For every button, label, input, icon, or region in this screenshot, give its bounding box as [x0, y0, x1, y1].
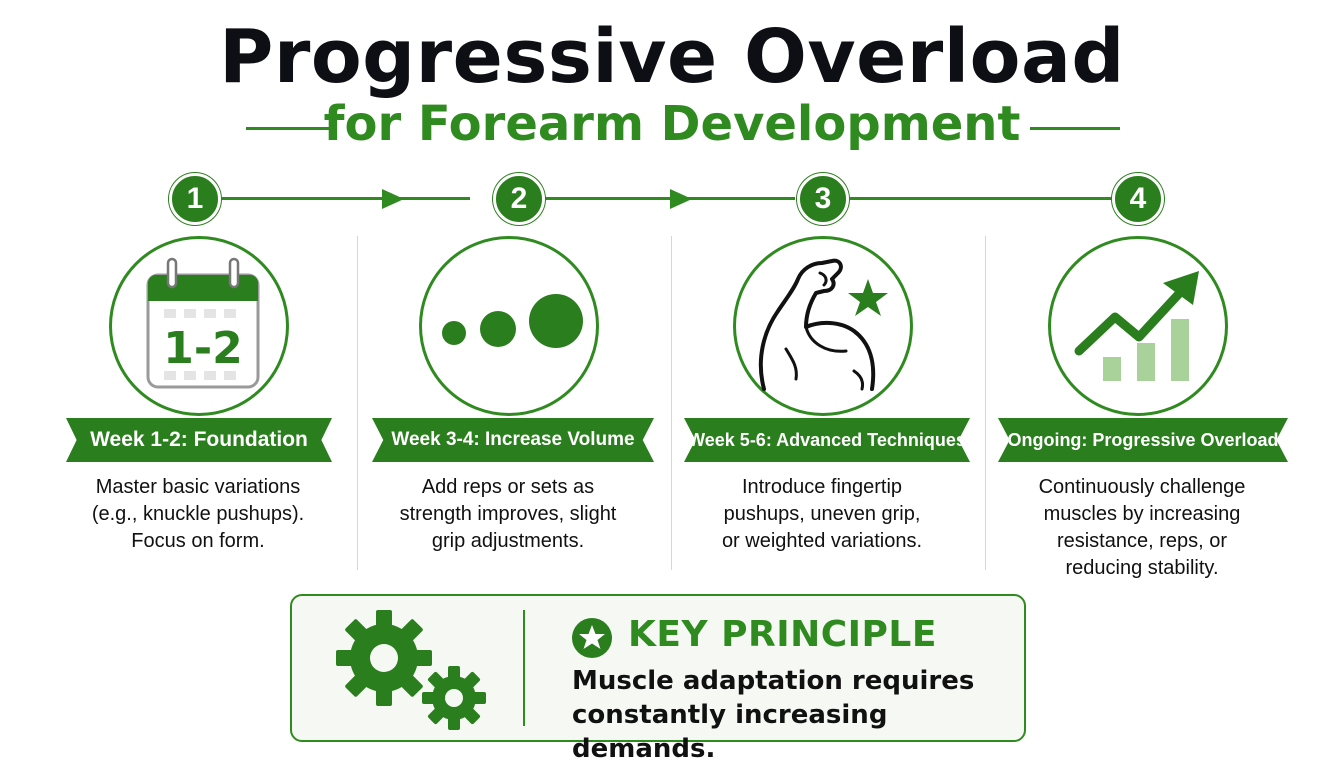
- page-subtitle: for Forearm Development: [323, 96, 1021, 152]
- step-banner-3: Week 5-6: Advanced Techniques: [684, 418, 970, 462]
- timeline-segment-1: [222, 197, 470, 200]
- description-line: Focus on form.: [131, 530, 265, 552]
- description-line: pushups, uneven grip,: [723, 503, 921, 525]
- key-principle-box: KEY PRINCIPLE Muscle adaptation requires…: [290, 594, 1026, 764]
- principle-line: constantly increasing demands.: [572, 700, 888, 764]
- step-banner-1: Week 1-2: Foundation: [66, 418, 332, 462]
- page-title: Progressive Overload: [219, 14, 1125, 100]
- step-icon-circle: [419, 236, 599, 416]
- column-divider: [357, 236, 358, 570]
- subtitle-left-rule: [246, 127, 334, 130]
- star-badge-icon: [572, 618, 612, 658]
- description-line: strength improves, slight: [399, 503, 617, 525]
- step-description-4: Continuously challenge muscles by increa…: [992, 474, 1292, 582]
- timeline: 1 2 3 4: [0, 170, 1344, 230]
- growth-chart-icon: [1074, 271, 1199, 381]
- column-divider: [671, 236, 672, 570]
- flexed-arm-star-icon: [758, 258, 888, 391]
- step-number-4: 4: [1112, 173, 1164, 225]
- description-line: or weighted variations.: [721, 530, 923, 552]
- step-banner-4: Ongoing: Progressive Overload: [998, 418, 1288, 462]
- gears-icon: [336, 610, 486, 730]
- calendar-icon-label: 1-2: [163, 323, 243, 374]
- description-line: reducing stability.: [1065, 557, 1219, 579]
- step-icon-circle: 1-2: [109, 236, 289, 416]
- subtitle-right-rule: [1030, 127, 1120, 130]
- description-line: muscles by increasing: [1043, 503, 1241, 525]
- timeline-arrow-1: [382, 189, 404, 209]
- description-line: Introduce fingertip: [741, 476, 903, 498]
- key-principle-text: Muscle adaptation requires constantly in…: [572, 664, 1012, 766]
- step-number-3: 3: [797, 173, 849, 225]
- growing-dots-icon: [442, 294, 583, 348]
- step-icon-circle: [733, 236, 913, 416]
- step-icon-circle: [1048, 236, 1228, 416]
- description-line: Continuously challenge: [1038, 476, 1246, 498]
- description-line: resistance, reps, or: [1056, 530, 1228, 552]
- description-line: Master basic variations: [95, 476, 301, 498]
- key-principle-title: KEY PRINCIPLE: [628, 614, 937, 655]
- step-number-2: 2: [493, 173, 545, 225]
- calendar-icon: 1-2: [146, 257, 260, 389]
- timeline-segment-3: [850, 197, 1114, 200]
- principle-line: Muscle adaptation requires: [572, 666, 975, 696]
- step-description-1: Master basic variations (e.g., knuckle p…: [48, 474, 348, 555]
- column-divider: [985, 236, 986, 570]
- step-description-2: Add reps or sets as strength improves, s…: [358, 474, 658, 555]
- description-line: grip adjustments.: [431, 530, 585, 552]
- step-description-3: Introduce fingertip pushups, uneven grip…: [672, 474, 972, 555]
- step-banner-2: Week 3-4: Increase Volume: [372, 418, 654, 462]
- description-line: (e.g., knuckle pushups).: [91, 503, 305, 525]
- description-line: Add reps or sets as: [421, 476, 595, 498]
- principle-separator: [523, 610, 525, 726]
- subtitle-row: for Forearm Development: [0, 96, 1344, 160]
- step-number-1: 1: [169, 173, 221, 225]
- timeline-arrow-2: [670, 189, 692, 209]
